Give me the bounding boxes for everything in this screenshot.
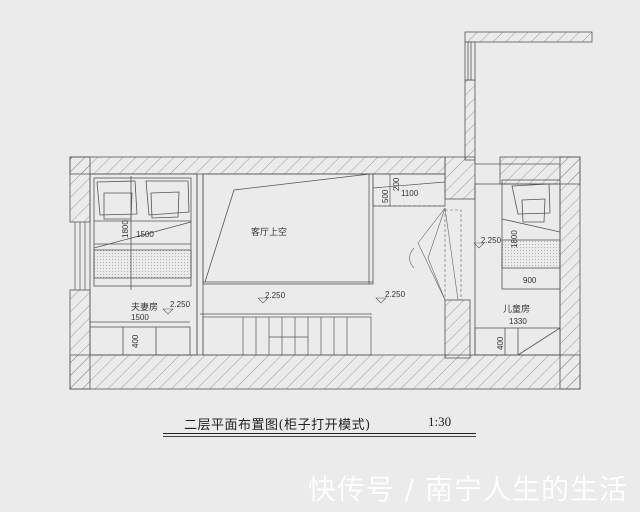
elev-corridor-right: 2.250 [385,290,406,299]
living-void [202,173,374,285]
drawing-title: 二层平面布置图(柜子打开模式) [184,418,371,433]
elevation-labels: 2.250 2.250 2.250 2.250 [170,236,502,309]
label-master-bedroom: 夫妻房 [131,301,158,313]
dim-master-cabinet-width: 1500 [131,313,149,322]
elev-children: 2.250 [481,236,502,245]
dim-child-cabinet-width: 1330 [509,317,527,326]
dim-master-bed-width: 1500 [136,230,154,239]
children-room [474,163,561,356]
dim-child-cabinet-depth: 400 [496,336,505,350]
room-labels: 客厅上空 夫妻房 儿童房 [131,226,530,315]
elevation-marks [162,242,485,315]
dim-desk-depth-a: 500 [381,189,390,203]
label-children-room: 儿童房 [503,303,530,315]
left-window [74,222,86,290]
dimension-labels: 1500 1800 1500 400 500 200 1100 1800 900… [121,177,537,350]
drawing-scale: 1:30 [428,414,452,429]
master-bedroom [89,173,204,356]
elev-master: 2.250 [170,300,191,309]
watermark: 快传号 / 南宁人生的生活 [307,473,628,506]
corridor-cabinet [200,313,372,356]
label-living-void: 客厅上空 [251,226,287,238]
title-underline-thin [163,436,476,437]
title-underline [163,433,476,434]
dim-child-bed-width: 900 [523,276,537,285]
dim-child-bed-length: 1800 [510,230,519,248]
dim-desk-width: 1100 [401,189,419,198]
exterior-walls [69,31,593,390]
folding-door [409,207,462,301]
dim-master-bed-length: 1800 [121,220,130,238]
elev-corridor-center: 2.250 [265,291,286,300]
dim-desk-depth-b: 200 [392,177,401,191]
dim-master-cabinet-depth: 400 [131,334,140,348]
desk [372,173,446,207]
